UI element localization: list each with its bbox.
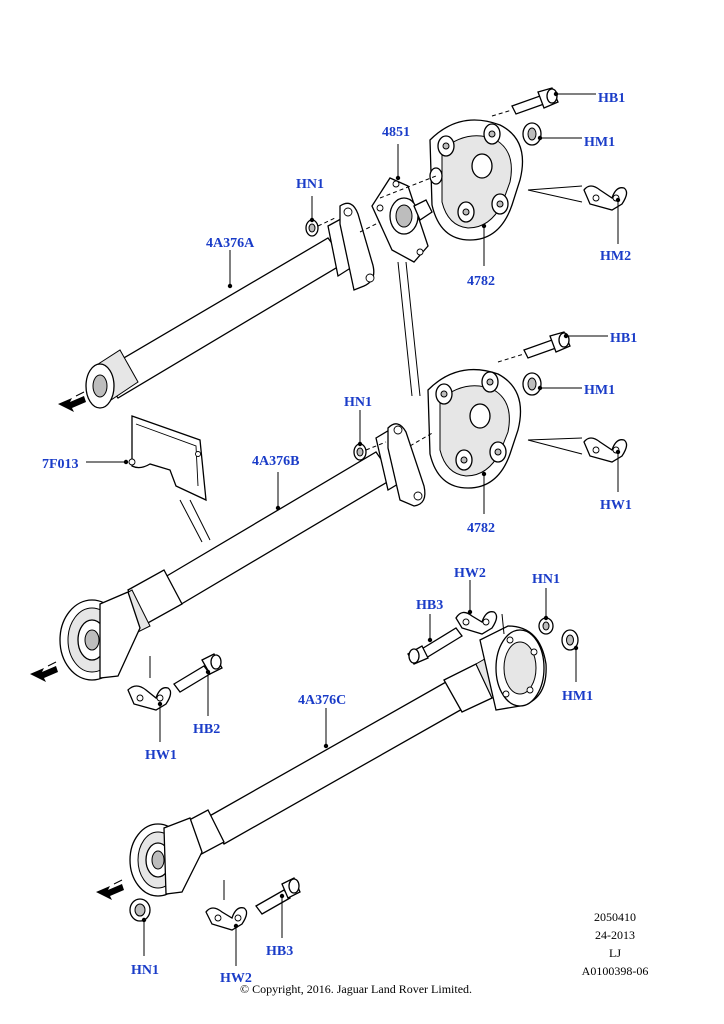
clip-hw1-low bbox=[127, 685, 172, 711]
callout-hb3-bottom: HB3 bbox=[266, 944, 293, 959]
callout-hm1-top: HM1 bbox=[584, 135, 615, 150]
callout-hn1-bottom: HN1 bbox=[131, 963, 159, 978]
callout-hn1-top: HN1 bbox=[296, 177, 324, 192]
flex-coupling-4782-mid bbox=[427, 368, 522, 489]
callout-4a376a: 4A376A bbox=[206, 236, 255, 251]
callout-hm1-mid: HM1 bbox=[584, 383, 615, 398]
callout-4851: 4851 bbox=[382, 125, 410, 140]
bolt-hb3-bottom bbox=[255, 877, 301, 915]
callout-4782-top: 4782 bbox=[467, 274, 495, 289]
nut-hn1-bottom bbox=[129, 898, 151, 922]
clip-hw1-mid bbox=[583, 437, 628, 463]
cv-joint-4a376b bbox=[59, 591, 141, 681]
bolt-hb1-mid bbox=[523, 331, 571, 359]
nut-hn1-mid bbox=[353, 443, 367, 461]
reference-line-1: 2050410 bbox=[594, 910, 636, 924]
cv-joint-4a376c bbox=[129, 817, 203, 897]
reference-line-3: LJ bbox=[609, 946, 621, 960]
front-arrow-icon bbox=[96, 879, 124, 900]
nut-hn1-low bbox=[538, 617, 554, 635]
callout-7f013: 7F013 bbox=[42, 457, 79, 472]
clip-hm2 bbox=[583, 185, 628, 211]
heat-shield-7f013 bbox=[128, 415, 207, 502]
callout-hb2: HB2 bbox=[193, 722, 220, 737]
bolt-hb3-low bbox=[407, 627, 463, 665]
reference-line-4: A0100398-06 bbox=[582, 964, 649, 978]
bolt-hb2 bbox=[173, 653, 223, 693]
callout-hn1-low: HN1 bbox=[532, 572, 560, 587]
copyright-notice: © Copyright, 2016. Jaguar Land Rover Lim… bbox=[240, 982, 472, 996]
callout-hb3-low: HB3 bbox=[416, 598, 443, 613]
clip-hw2-low bbox=[455, 611, 498, 635]
callout-hb1-mid: HB1 bbox=[610, 331, 637, 346]
flange-4851 bbox=[371, 177, 433, 263]
callout-hm2: HM2 bbox=[600, 249, 631, 264]
washer-hm1-mid bbox=[522, 372, 542, 396]
washer-hm1-top bbox=[522, 122, 542, 146]
callout-4a376c: 4A376C bbox=[298, 693, 346, 708]
callout-hb1-top: HB1 bbox=[598, 91, 625, 106]
reference-line-2: 24-2013 bbox=[595, 928, 635, 942]
flex-coupling-4782-top bbox=[429, 119, 524, 241]
flange-4a376c-rear bbox=[479, 625, 547, 711]
front-arrow-icon bbox=[30, 661, 58, 682]
nut-hn1-top bbox=[305, 219, 319, 237]
callout-hw1-low: HW1 bbox=[145, 748, 177, 763]
callout-4a376b: 4A376B bbox=[252, 454, 299, 469]
callout-4782-mid: 4782 bbox=[467, 521, 495, 536]
callout-hw2-bottom: HW2 bbox=[220, 971, 252, 986]
washer-hm1-low bbox=[561, 629, 579, 651]
clip-hw2-bottom bbox=[205, 907, 248, 931]
shaft-4a376c bbox=[177, 655, 507, 859]
callout-hw2-low: HW2 bbox=[454, 566, 486, 581]
callout-hn1-mid: HN1 bbox=[344, 395, 372, 410]
shaft-4a376a bbox=[85, 202, 375, 409]
callout-hm1-low: HM1 bbox=[562, 689, 593, 704]
front-arrow-icon bbox=[58, 391, 86, 412]
bolt-hb1-top bbox=[511, 87, 559, 115]
callout-hw1-mid: HW1 bbox=[600, 498, 632, 513]
